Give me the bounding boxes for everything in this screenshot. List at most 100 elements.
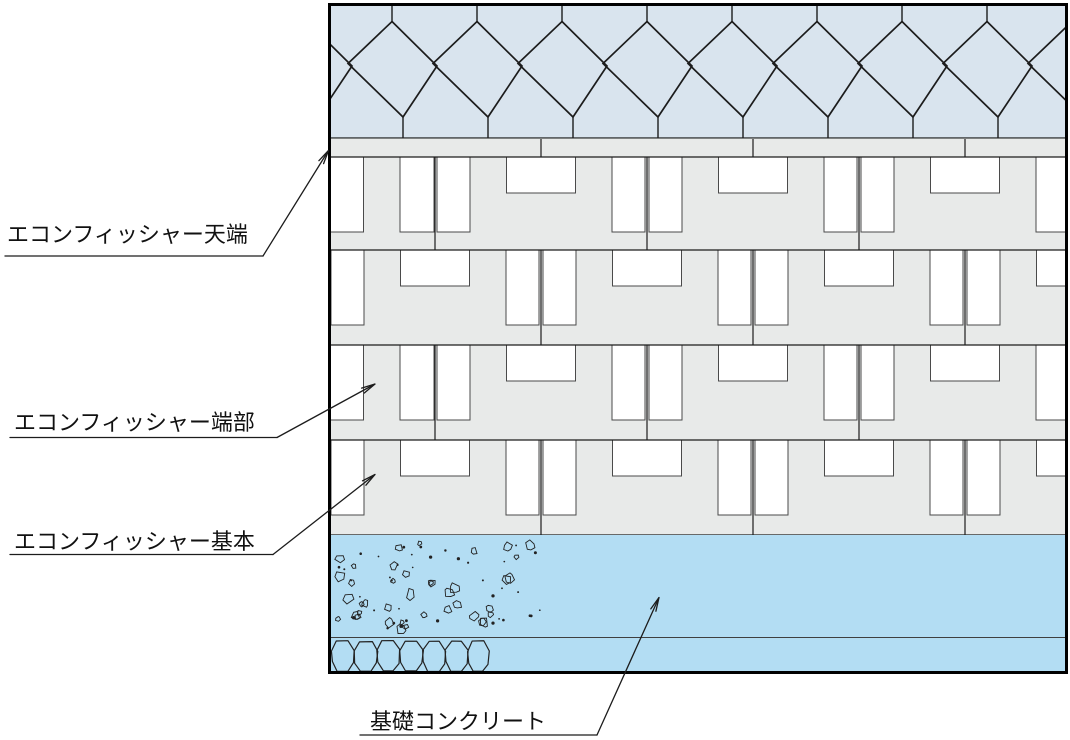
diamond-block — [516, 6, 609, 138]
aggregate-dot — [390, 579, 393, 582]
aggregate-piece — [420, 611, 428, 619]
block-slot-deep — [966, 439, 1001, 516]
label-foundation: 基礎コンクリート — [370, 709, 546, 734]
wall-outline — [328, 3, 1068, 674]
block-slot-deep — [1035, 156, 1065, 233]
aggregate-piece — [479, 617, 488, 628]
aggregate-dot — [396, 563, 399, 567]
block-slot-deep — [436, 156, 471, 233]
aggregate-dot — [517, 591, 520, 594]
aggregate-dot — [538, 609, 541, 612]
block-slot-shallow — [400, 249, 470, 287]
aggregate-dot — [405, 619, 408, 623]
block-slot-deep — [929, 439, 964, 516]
aggregate-piece — [470, 547, 478, 555]
aggregate-dot — [529, 614, 533, 618]
aggregate-dot — [502, 618, 505, 622]
diamond-block — [771, 6, 864, 138]
leader-arrowhead — [361, 473, 376, 486]
aggregate-dot — [456, 557, 461, 561]
block-slot-shallow — [824, 439, 894, 477]
aggregate-piece — [450, 582, 461, 593]
block-slot-deep — [648, 344, 683, 421]
block-slot-deep — [611, 344, 646, 421]
aggregate-piece — [354, 613, 362, 620]
diamond-block — [856, 6, 949, 138]
block-slot-deep — [436, 344, 471, 421]
block-slot-shallow — [1036, 439, 1065, 477]
aggregate-stipple — [334, 539, 541, 634]
aggregate-dot — [350, 579, 353, 582]
aggregate-piece — [468, 610, 480, 622]
block-slot-deep — [648, 156, 683, 233]
aggregate-dot — [444, 549, 447, 552]
block-slot-deep — [823, 344, 858, 421]
aggregate-dot — [399, 624, 403, 628]
block-slot-deep — [754, 439, 789, 516]
diamond-block — [346, 6, 439, 138]
aggregate-piece — [503, 541, 513, 552]
label-top-cap: エコンフィッシャー天端 — [7, 222, 248, 247]
aggregate-dot — [503, 560, 506, 563]
aggregate-piece — [444, 587, 456, 597]
aggregate-piece — [350, 563, 357, 569]
block-slot-deep — [505, 249, 540, 326]
block-slot-shallow — [612, 249, 682, 287]
block-slot-deep — [860, 156, 895, 233]
aggregate-piece — [513, 554, 520, 561]
aggregate-dot — [467, 561, 470, 564]
aggregate-dot — [359, 552, 362, 555]
cap-course-fill — [331, 138, 1065, 157]
foundation-concrete-band — [331, 535, 1065, 672]
aggregate-piece — [396, 623, 407, 634]
aggregate-dot — [377, 555, 380, 558]
aggregate-dot — [498, 618, 500, 620]
aggregate-piece — [394, 544, 403, 552]
aggregate-dot — [410, 553, 413, 556]
aggregate-dot — [398, 607, 400, 610]
aggregate-dot — [386, 626, 389, 630]
aggregate-piece — [384, 603, 392, 612]
block-slot-shallow — [930, 344, 1000, 382]
aggregate-dot — [491, 621, 495, 625]
block-slot-deep — [966, 249, 1001, 326]
block-slot-shallow — [506, 344, 576, 382]
aggregate-dot — [392, 621, 396, 625]
concrete-fill — [331, 535, 1065, 672]
aggregate-dot — [491, 594, 495, 598]
aggregate-dot — [419, 545, 423, 549]
aggregate-dot — [515, 544, 518, 547]
aggregate-piece — [504, 572, 516, 584]
aggregate-dot — [533, 551, 537, 555]
aggregate-piece — [406, 587, 415, 602]
aggregate-piece — [342, 593, 355, 605]
aggregate-piece — [427, 579, 434, 587]
diamond — [1026, 27, 1065, 101]
aggregate-dot — [501, 587, 503, 590]
block-slot-deep — [611, 156, 646, 233]
aggregate-piece — [358, 601, 365, 608]
annotations: エコンフィッシャー天端 エコンフィッシャー端部 エコンフィッシャー基本 基礎コン… — [4, 149, 660, 736]
block-slot-deep — [929, 249, 964, 326]
diamond-block — [941, 6, 1034, 138]
leader-line — [262, 149, 330, 257]
label-end-piece: エコンフィッシャー端部 — [14, 410, 255, 435]
cap-course-band — [331, 138, 1065, 157]
aggregate-piece — [485, 604, 494, 614]
block-slot-shallow — [1036, 249, 1065, 287]
aggregate-piece — [487, 611, 495, 619]
aggregate-dot — [402, 545, 406, 549]
block-slot-deep — [331, 249, 365, 326]
aggregate-piece — [401, 623, 410, 630]
block-slot-shallow — [612, 439, 682, 477]
block-slot-deep — [717, 249, 752, 326]
block-slot-shallow — [824, 249, 894, 287]
leader-line — [596, 596, 660, 736]
leader-arrowheads — [318, 150, 660, 612]
aggregate-piece — [335, 616, 342, 622]
aggregate-dot — [388, 576, 391, 579]
block-slot-deep — [399, 156, 435, 233]
leader-line — [272, 473, 376, 556]
block-slot-deep — [331, 156, 364, 233]
